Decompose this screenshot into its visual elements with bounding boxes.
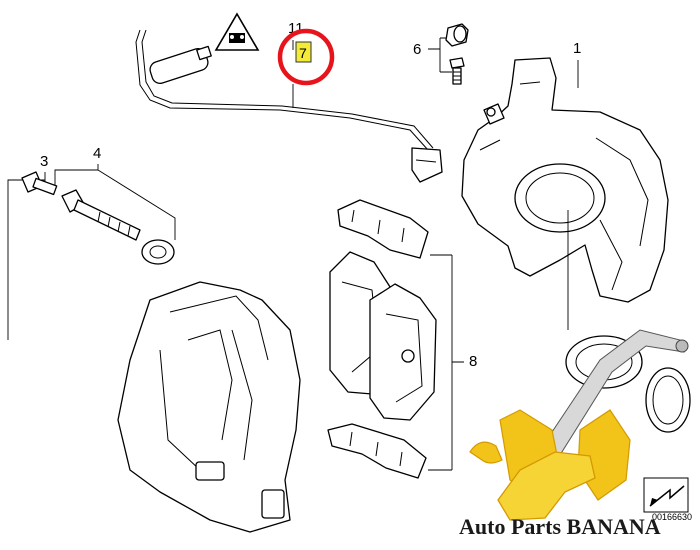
callout-6: 6 [413, 41, 421, 58]
watermark-text: Auto Parts BANANA [459, 514, 661, 539]
brake-pad-outer [369, 283, 437, 421]
callout-7: 7 [299, 45, 307, 61]
guide-pin [61, 189, 175, 265]
highlight-box [295, 41, 312, 63]
wear-sensor [135, 29, 443, 183]
highlight-ring [277, 28, 335, 86]
pad-clip-upper [337, 199, 429, 259]
callout-3: 3 [40, 153, 48, 170]
warning-triangle-icon [214, 12, 260, 51]
banana-icon [469, 329, 689, 521]
callout-1: 1 [573, 40, 581, 57]
dust-boot [645, 367, 691, 433]
reference-number: 00166630 [652, 512, 692, 522]
pad-clip-lower [327, 423, 427, 479]
callout-8: 8 [469, 353, 477, 370]
bleeder-screw [449, 57, 465, 85]
callout-7-highlight[interactable]: 7 [277, 28, 335, 86]
guide-bolt [21, 171, 58, 196]
watermark-logo: Auto Parts BANANA [459, 329, 689, 539]
caliper-housing [461, 57, 669, 303]
callout-4: 4 [93, 145, 101, 162]
caliper-carrier [117, 281, 301, 533]
corner-arrow-icon [643, 477, 689, 513]
bleeder-cap [445, 23, 469, 47]
